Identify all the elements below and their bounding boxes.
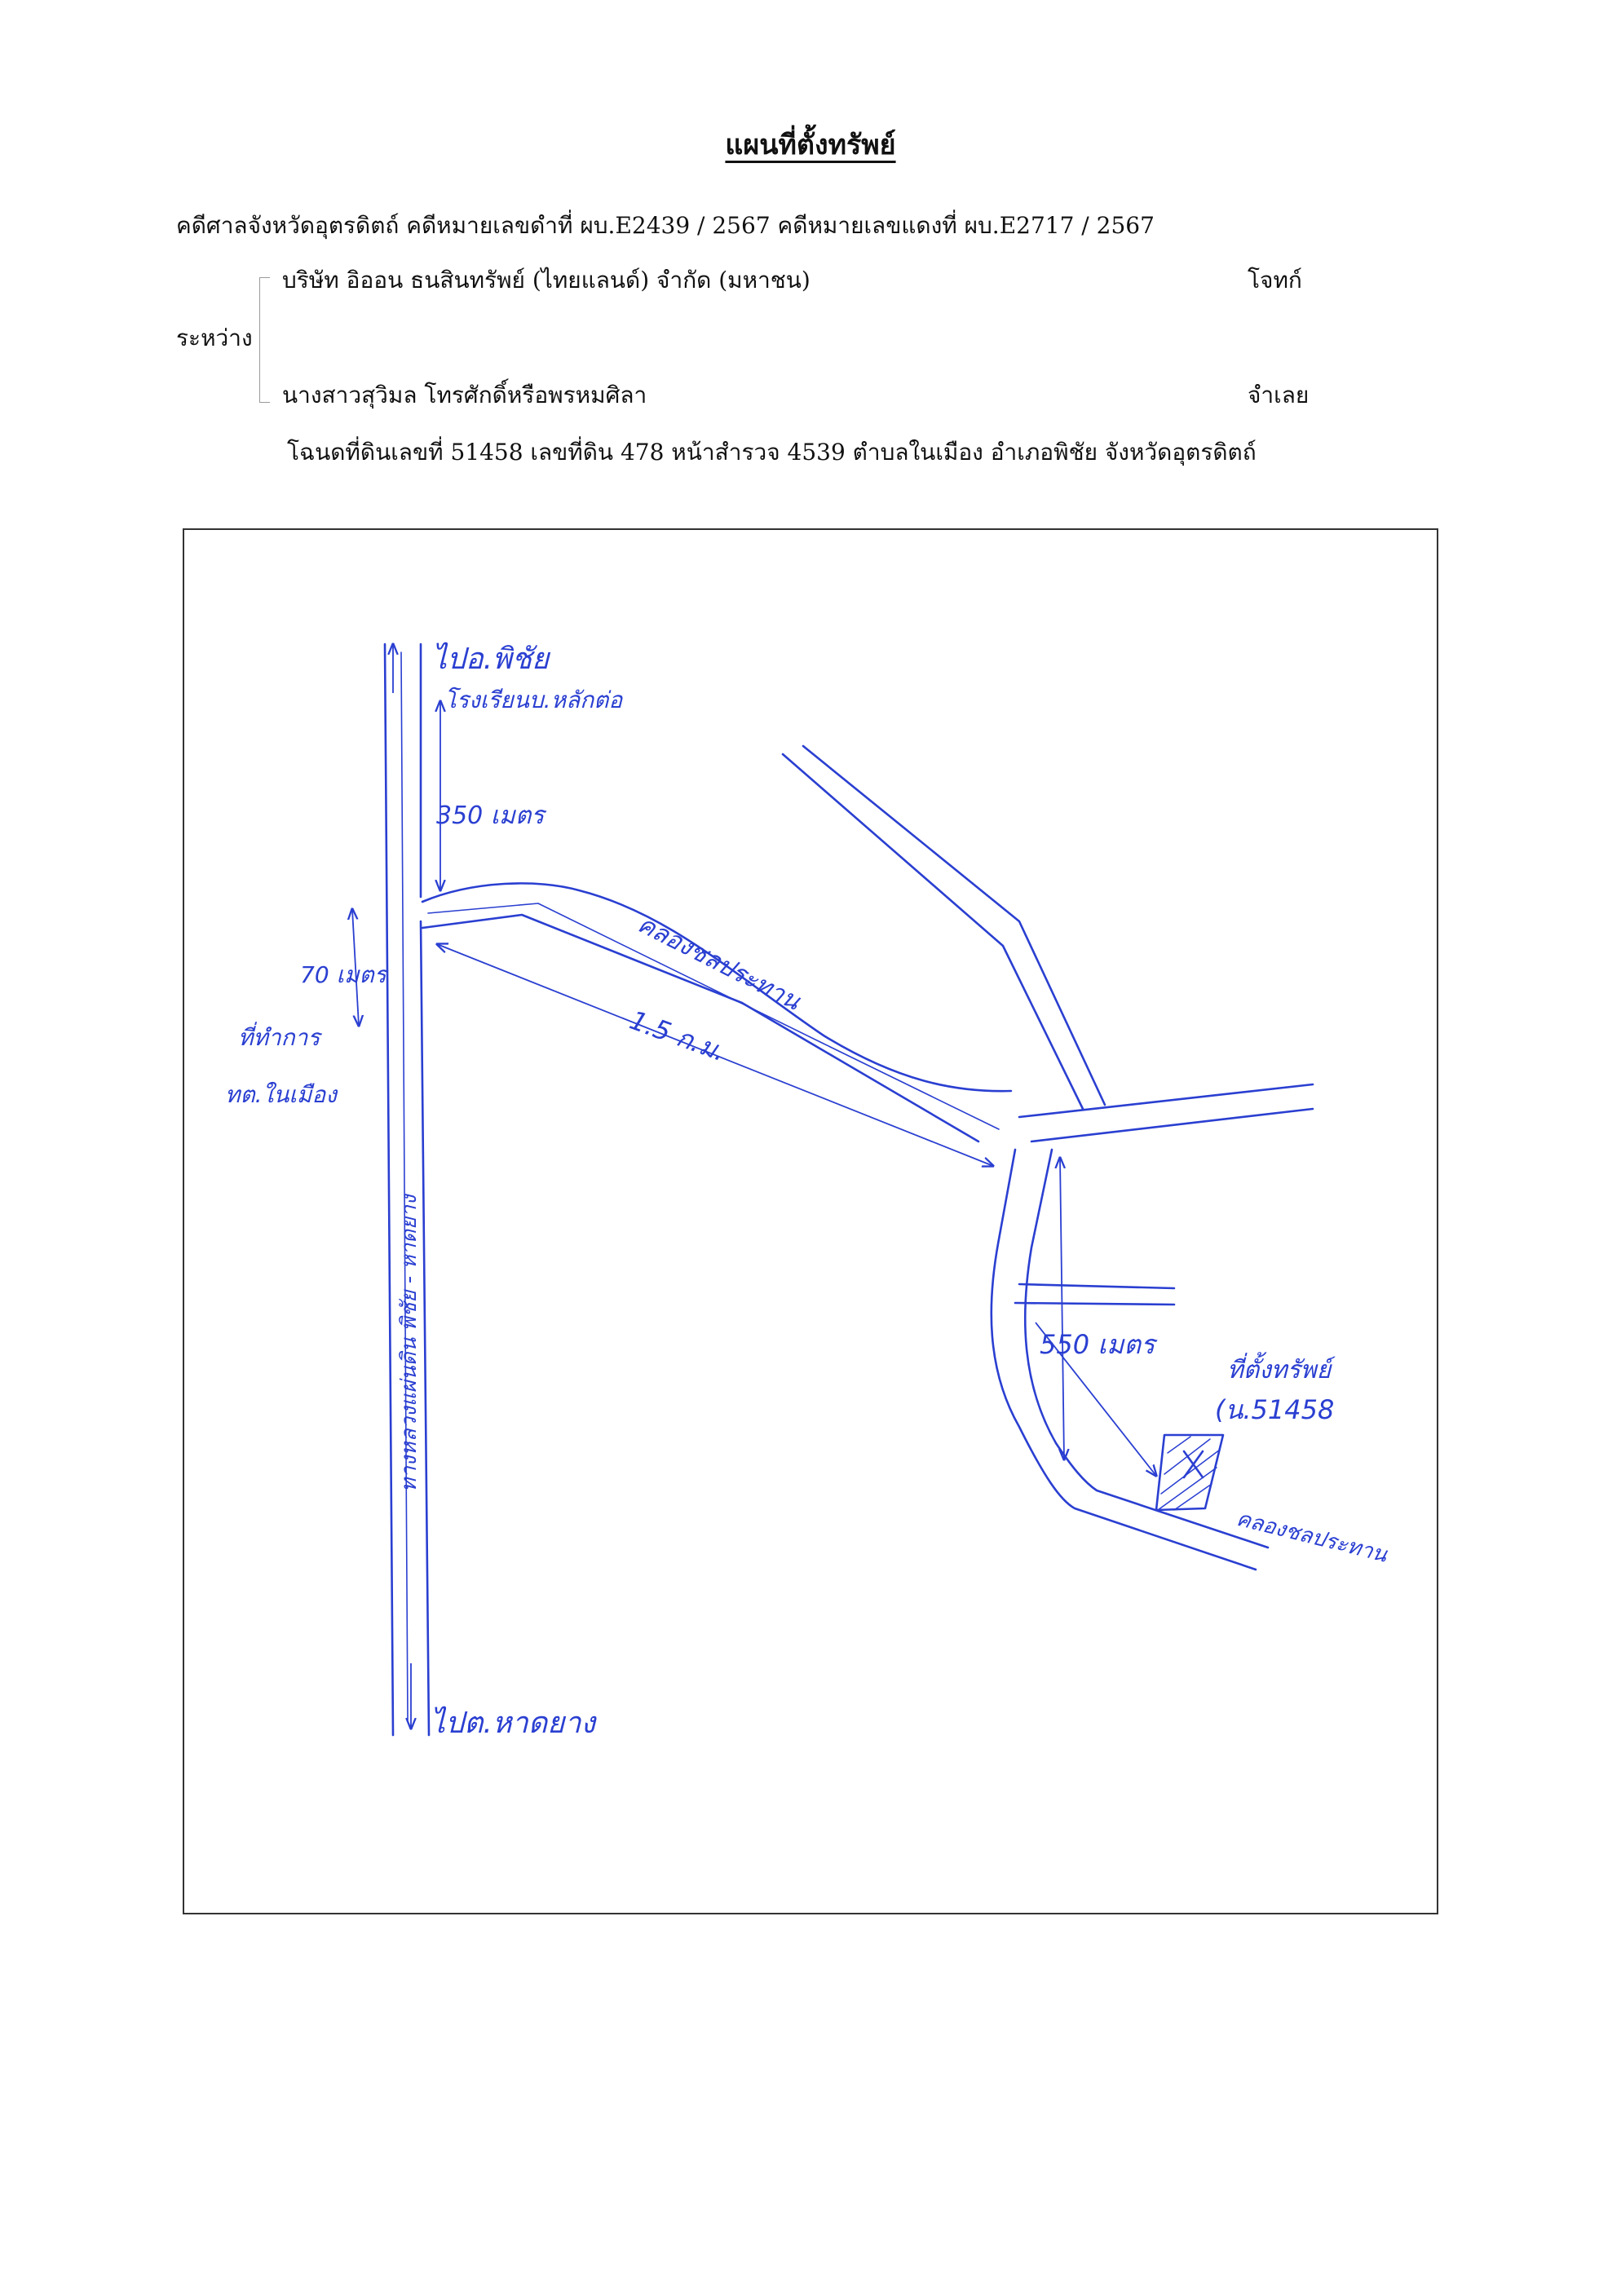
- highway-left-edge: [383, 642, 395, 1737]
- arrow-to-property: [1035, 1322, 1156, 1476]
- party-bracket: [259, 277, 270, 403]
- arrow-550m: [1060, 1158, 1064, 1459]
- label-dist-70: 70 เมตร: [300, 961, 389, 988]
- label-school: โรงเรียนบ.หลักต่อ: [444, 687, 623, 713]
- stub-road-edge-1: [1018, 1283, 1176, 1290]
- label-to-hat-yang: ไปต.หาดยาง: [431, 1706, 597, 1740]
- highway-lane-line: [400, 651, 409, 1721]
- highway-right-edge: [419, 920, 431, 1737]
- between-label: ระหว่าง: [176, 325, 253, 351]
- property-cross-mark: [1182, 1450, 1204, 1479]
- label-dist-1-5-km: 1.5 ก.ม.: [625, 1004, 730, 1067]
- stub-road-edge-2: [1014, 1301, 1176, 1306]
- plaintiff-name: บริษัท อิออน ธนสินทรัพย์ (ไทยแลนด์) จำกั…: [282, 267, 810, 294]
- label-office: ที่ทำการ: [238, 1022, 322, 1051]
- arrow-1-5km: [437, 944, 993, 1166]
- deed-info-line: โฉนดที่ดินเลขที่ 51458 เลขที่ดิน 478 หน้…: [287, 439, 1257, 466]
- east-road-lower-edge: [1030, 1107, 1314, 1143]
- label-property-location: ที่ตั้งทรัพย์: [1227, 1352, 1336, 1384]
- label-highway: ทางหลวงแผ่นดิน พิชัย - หาดยาง: [397, 1193, 422, 1492]
- property-parcel: [1155, 1433, 1225, 1512]
- property-hatching: [1157, 1436, 1221, 1511]
- defendant-role: จำเลย: [1248, 382, 1310, 408]
- defendant-name: นางสาวสุวิมล โทรศักดิ์หรือพรหมศิลา: [282, 382, 647, 408]
- label-dist-550: 550 เมตร: [1040, 1329, 1158, 1360]
- label-canal-lower: คลองชลประทาน: [1234, 1507, 1390, 1568]
- case-number-line: คดีศาลจังหวัดอุตรดิตถ์ คดีหมายเลขดำที่ ผ…: [176, 212, 1155, 239]
- plaintiff-role: โจทก์: [1248, 267, 1302, 294]
- east-road-upper-edge: [1018, 1083, 1314, 1119]
- label-dist-350: 350 เมตร: [436, 801, 547, 830]
- map-frame: [183, 528, 1438, 1914]
- arrow-70m: [352, 909, 359, 1026]
- label-deed-no: (น.51458: [1215, 1394, 1334, 1425]
- diagonal-road-edge-1: [781, 753, 1084, 1110]
- diagonal-road-edge-2: [802, 744, 1106, 1106]
- page-title: แผนที่ตั้งทรัพย์: [725, 129, 896, 161]
- side-road-inner-line: [427, 903, 1000, 1130]
- label-municipality: ทต.ในเมือง: [225, 1081, 338, 1108]
- south-road-outer-edge: [990, 1148, 1257, 1571]
- south-road-inner-edge: [1023, 1148, 1270, 1549]
- label-to-phichai: ไปอ.พิชัย: [432, 642, 551, 676]
